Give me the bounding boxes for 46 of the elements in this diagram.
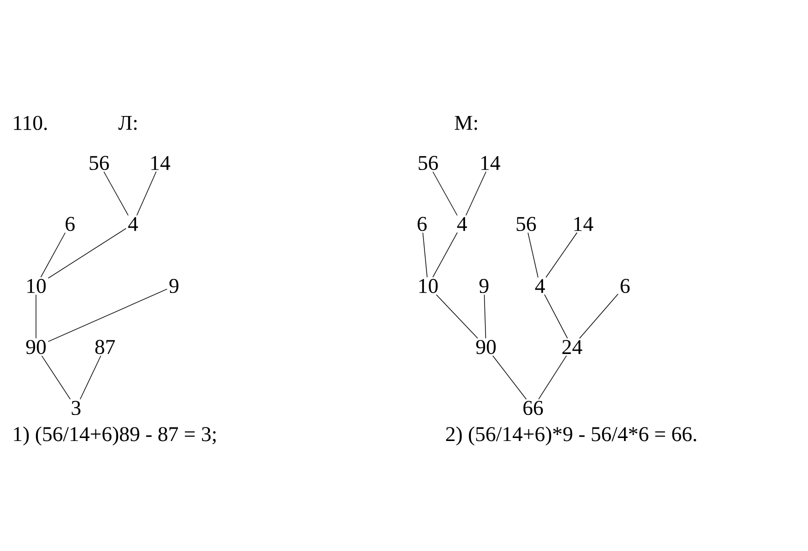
- tree-heading: Л:: [118, 116, 137, 130]
- connecting-line: [422, 232, 428, 278]
- connecting-line: [436, 294, 478, 339]
- expression: 1) (56/14+6)89 - 87 = 3;: [14, 426, 216, 446]
- number: 4: [128, 217, 138, 231]
- number: 24: [562, 340, 582, 354]
- number: 56: [90, 156, 109, 170]
- number: 6: [66, 216, 75, 232]
- number: 14: [574, 217, 594, 231]
- connecting-line: [528, 232, 538, 278]
- connecting-line: [538, 355, 567, 400]
- connecting-line: [546, 232, 578, 278]
- connecting-line: [41, 355, 71, 400]
- number: 3: [72, 400, 80, 416]
- number: 87: [95, 340, 115, 354]
- number: 6: [418, 216, 427, 232]
- connecting-line: [48, 228, 126, 279]
- connecting-line: [492, 355, 527, 400]
- connecting-line: [432, 171, 458, 216]
- number: 14: [481, 156, 500, 170]
- number: 90: [26, 340, 46, 354]
- number: 56: [418, 156, 438, 170]
- connecting-line: [48, 288, 168, 342]
- connecting-line: [484, 294, 486, 339]
- number: 9: [479, 278, 488, 294]
- connecting-line: [136, 171, 157, 216]
- problem-number: 110.: [14, 116, 47, 130]
- number: 66: [523, 400, 543, 416]
- number: 4: [535, 279, 545, 293]
- number: 6: [620, 278, 630, 294]
- connecting-line: [466, 171, 486, 216]
- number: 10: [419, 278, 438, 294]
- number: 4: [457, 217, 467, 231]
- connecting-line: [544, 294, 568, 339]
- number: 10: [27, 278, 46, 294]
- number: 90: [476, 340, 496, 354]
- connecting-line: [40, 232, 66, 278]
- connecting-line: [80, 355, 102, 400]
- connecting-line: [579, 294, 618, 339]
- tree-heading: М:: [454, 116, 477, 130]
- connecting-line: [104, 171, 129, 216]
- number: 56: [516, 216, 536, 232]
- expression: 2) (56/14+6)*9 - 56/4*6 = 66.: [446, 426, 696, 446]
- connecting-line: [432, 232, 458, 278]
- number: 9: [169, 278, 178, 294]
- number: 14: [151, 156, 170, 170]
